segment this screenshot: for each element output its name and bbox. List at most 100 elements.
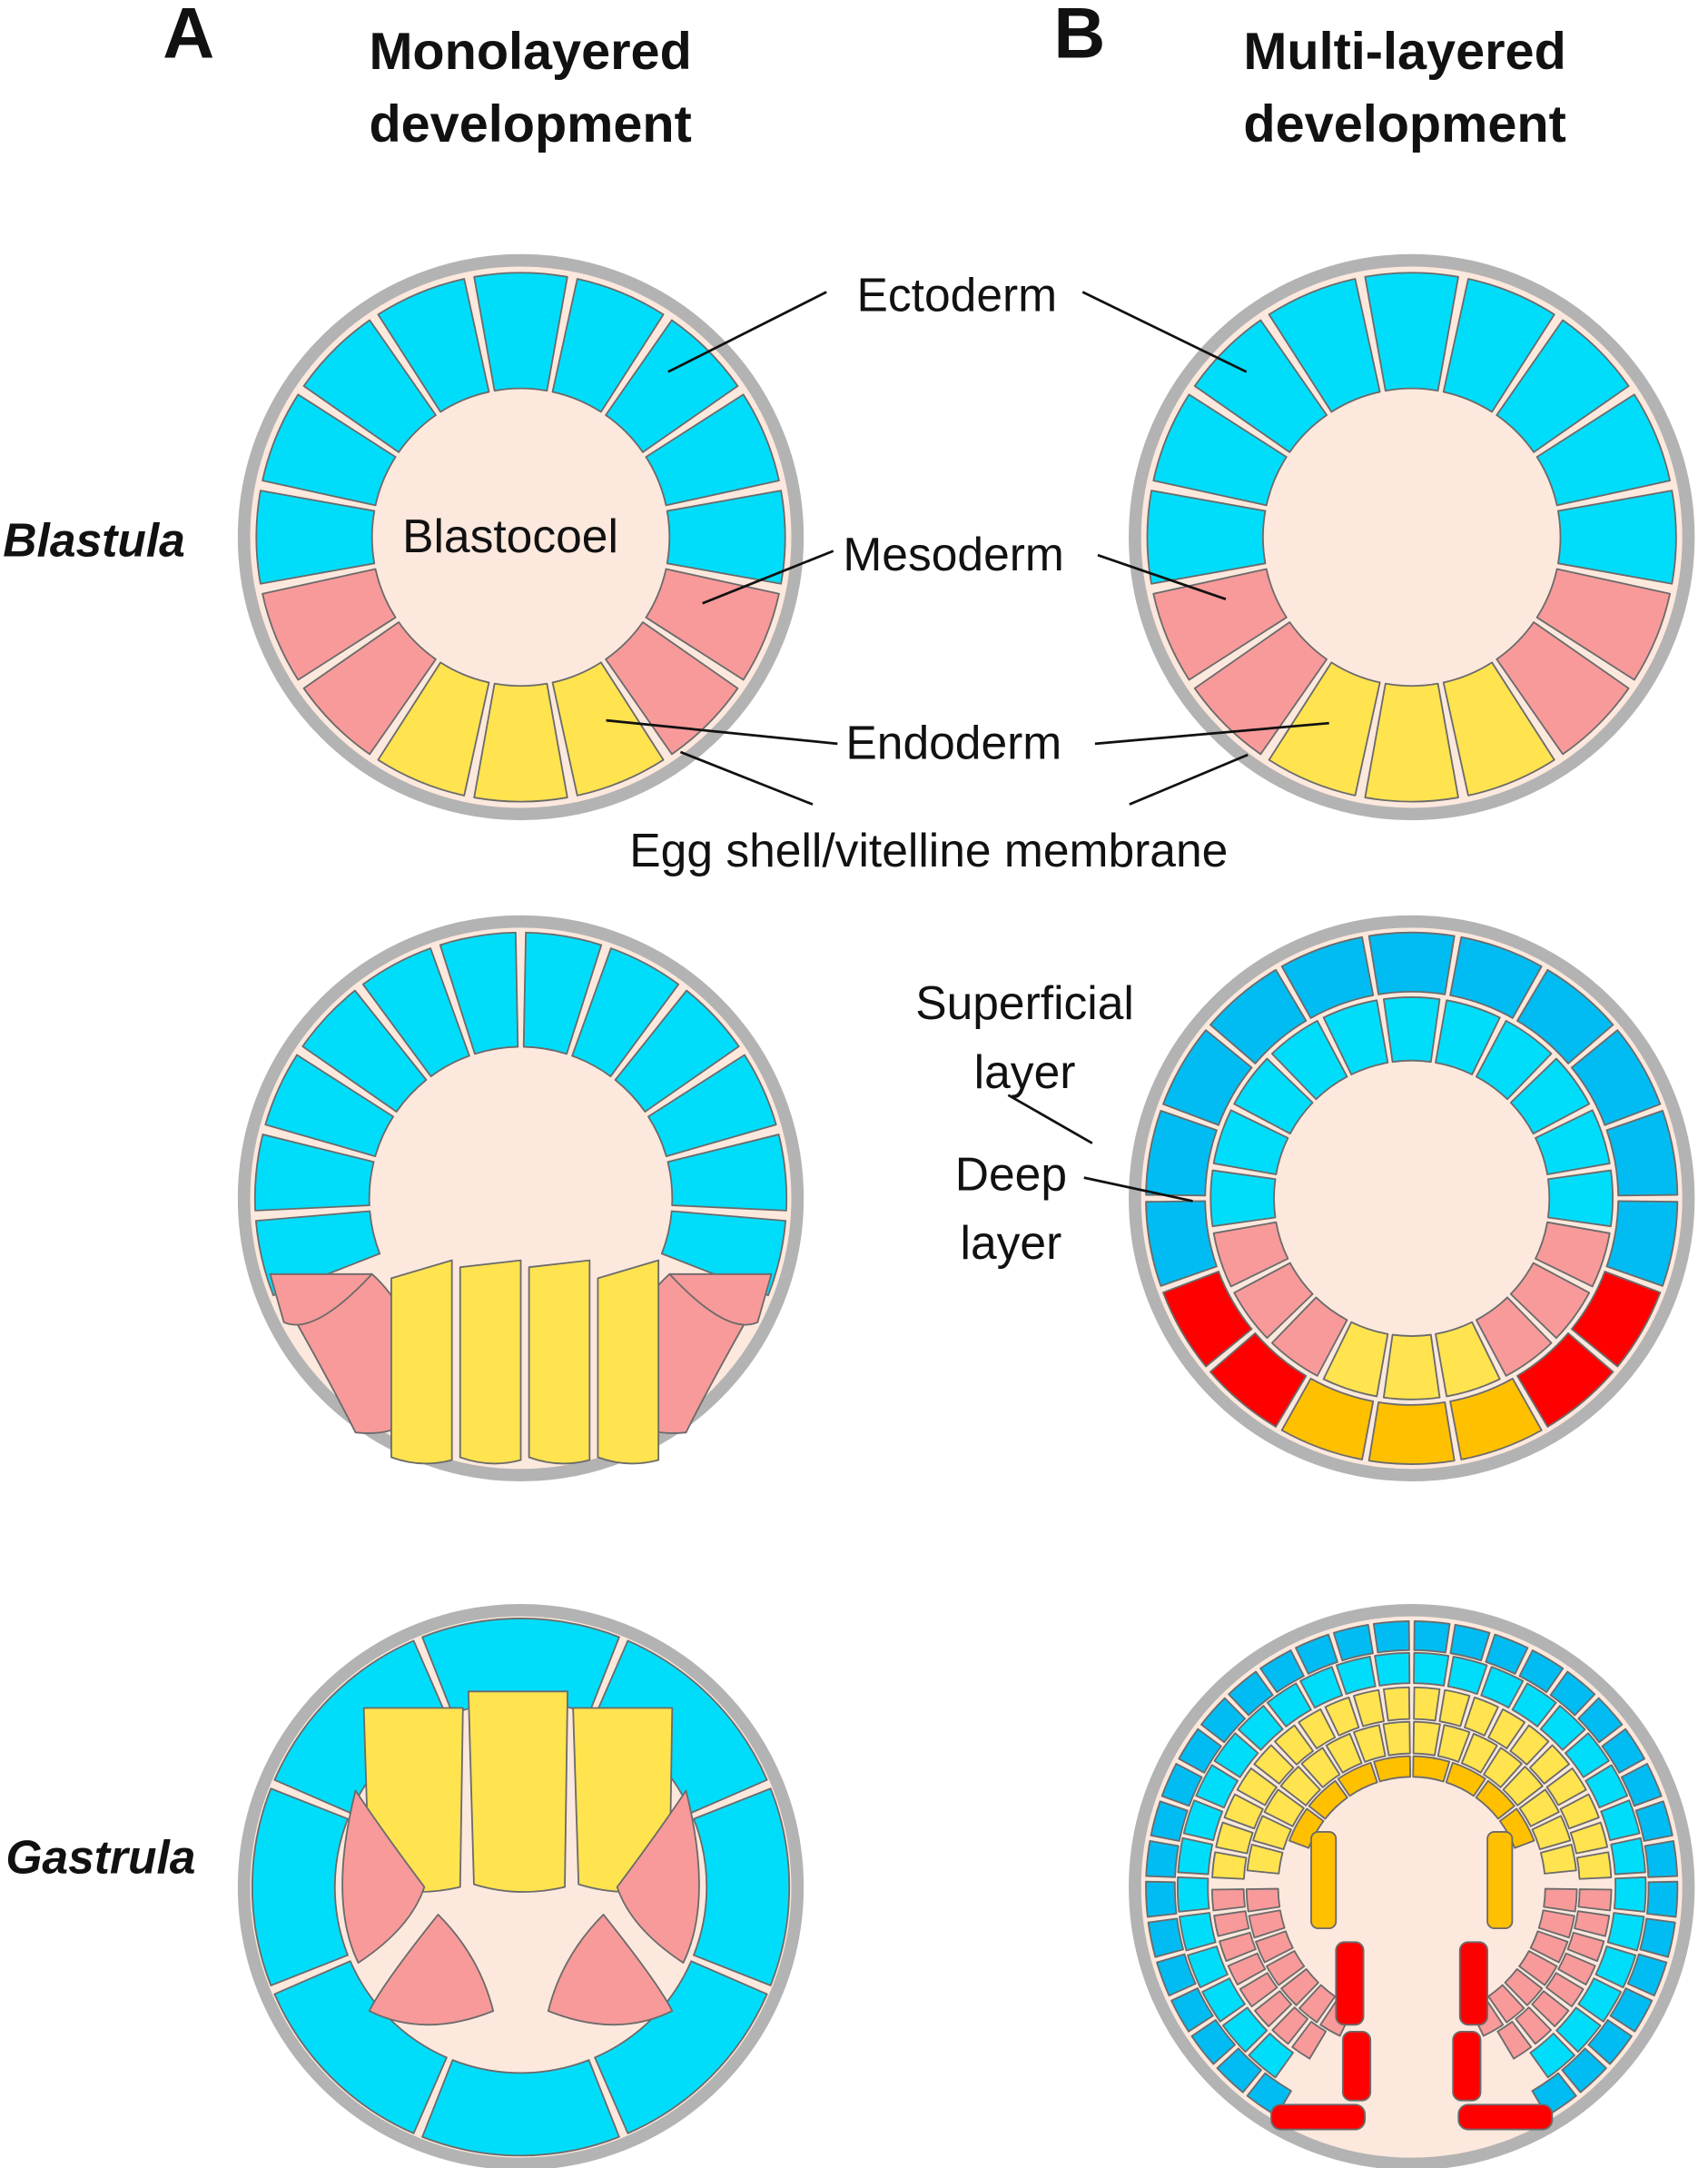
superficial-cell	[1145, 1200, 1218, 1287]
superficial-cell	[1449, 936, 1543, 1019]
endoderm-cell	[1545, 1767, 1587, 1807]
egg-shell	[1129, 1604, 1695, 2168]
endoderm-cell	[597, 1259, 660, 1465]
superficial-endoderm-cell	[1498, 1807, 1535, 1849]
ectoderm-cell	[301, 989, 428, 1113]
endoderm-cell	[1300, 1747, 1341, 1788]
ectoderm-cell	[273, 1960, 448, 2134]
endoderm-cell	[1324, 1697, 1360, 1737]
superficial-cell	[1577, 1697, 1624, 1744]
ectoderm-cell	[614, 989, 740, 1113]
superficial-cell	[1639, 1917, 1676, 1958]
superficial-cell	[1145, 1109, 1218, 1197]
mesoderm-cell	[1213, 1910, 1250, 1937]
deep-cell	[1509, 1262, 1591, 1340]
ectoderm-cell	[439, 931, 519, 1055]
deep-cell	[1382, 996, 1441, 1064]
endoderm-cell	[1325, 1732, 1363, 1774]
endoderm-cell	[1518, 1788, 1560, 1827]
mesoderm-cell	[1487, 1984, 1525, 2024]
superficial-cell	[1332, 1623, 1374, 1662]
mesoderm-cell	[1577, 1888, 1613, 1912]
superficial-mesoderm-cell	[1270, 2104, 1367, 2131]
label-deep-line2: layer	[961, 1216, 1062, 1269]
deep-cell	[1182, 1799, 1224, 1842]
cell	[1152, 568, 1288, 681]
deep-cell	[1535, 1221, 1611, 1288]
ectoderm-cell	[666, 1133, 788, 1212]
deep-cell	[1435, 1321, 1501, 1398]
cell	[377, 661, 490, 797]
deep-cell	[1221, 2006, 1269, 2053]
endoderm-cell	[1236, 1767, 1278, 1807]
ectoderm-cell	[421, 2059, 620, 2157]
superficial-mesoderm-cell	[1341, 2030, 1372, 2102]
mesoderm-cell	[616, 1789, 700, 1964]
cell	[473, 682, 568, 803]
endoderm-cell	[1382, 1686, 1411, 1722]
cell	[1364, 682, 1459, 803]
deep-cell	[1248, 2032, 1294, 2079]
endoderm-cell	[1539, 1843, 1577, 1875]
panel-letter-a: A	[163, 0, 214, 74]
superficial-cell	[1162, 1029, 1253, 1126]
ectoderm-cell	[361, 947, 470, 1078]
superficial-mesoderm-cell	[1458, 1941, 1489, 2026]
endoderm-cell	[1529, 1744, 1570, 1785]
deep-cell	[1212, 1221, 1289, 1288]
deep-cell	[1270, 1019, 1348, 1101]
embryo-b-blastula	[1129, 253, 1695, 821]
superficial-cell	[1609, 1987, 1654, 2033]
endoderm-cell	[1353, 1688, 1385, 1727]
mesoderm-cell	[1298, 1984, 1337, 2024]
cell	[255, 490, 376, 585]
endoderm-cell	[1502, 1766, 1544, 1807]
mesoderm-cell	[1496, 2020, 1533, 2060]
ectoderm-cell	[571, 947, 680, 1078]
superficial-endoderm-cell	[1288, 1807, 1325, 1849]
superficial-cell	[1626, 1953, 1668, 1997]
superficial-endoderm-cell	[1445, 1761, 1486, 1797]
mesoderm-cell	[1227, 1952, 1267, 1985]
superficial-endoderm-cell	[1412, 1755, 1451, 1783]
cell	[551, 278, 665, 413]
ectoderm-cell	[253, 1133, 375, 1212]
mesoderm-cell	[1518, 1950, 1558, 1986]
embryo-a-gastrula	[237, 1604, 805, 2168]
superficial-cell	[1178, 1727, 1222, 1774]
deep-cell	[1201, 1977, 1246, 2023]
cell	[262, 393, 397, 507]
superficial-cell	[1570, 1029, 1662, 1126]
endoderm-cell	[1279, 1766, 1321, 1807]
leader-ectoderm-a	[667, 291, 827, 373]
deep-cell	[1233, 1262, 1314, 1340]
endoderm-cell	[1382, 1720, 1411, 1757]
cell	[1535, 393, 1672, 507]
endoderm-cell	[1413, 1686, 1441, 1722]
deep-cell	[1382, 1333, 1441, 1401]
mesoderm-cell	[1504, 1968, 1544, 2006]
superficial-cell	[1413, 1620, 1451, 1654]
mesoderm-cell	[1219, 1931, 1257, 1963]
superficial-cell	[1367, 1401, 1456, 1465]
endoderm-cell	[1436, 1724, 1471, 1763]
leader-endoderm-a	[606, 718, 838, 746]
cell	[1193, 319, 1328, 453]
label-blastocoel: Blastocoel	[402, 510, 618, 562]
deep-cell	[1335, 1656, 1377, 1695]
cell	[1557, 490, 1677, 585]
mesoderm-cell	[1566, 1931, 1605, 1963]
ectoderm-cell	[522, 931, 603, 1055]
embryo-a-early-gastrula	[237, 915, 805, 1482]
deep-cell	[1600, 1799, 1641, 1842]
deep-cell	[1322, 1321, 1389, 1398]
mesoderm-cell	[1515, 2006, 1553, 2045]
cell	[473, 272, 568, 392]
superficial-cell	[1449, 1623, 1491, 1662]
label-mesoderm: Mesoderm	[843, 528, 1064, 580]
leader-mesoderm-b	[1097, 553, 1227, 600]
embryo-b-gastrula	[1129, 1604, 1695, 2168]
superficial-cell	[1162, 1271, 1253, 1368]
superficial-mesoderm-cell	[1452, 2030, 1482, 2102]
